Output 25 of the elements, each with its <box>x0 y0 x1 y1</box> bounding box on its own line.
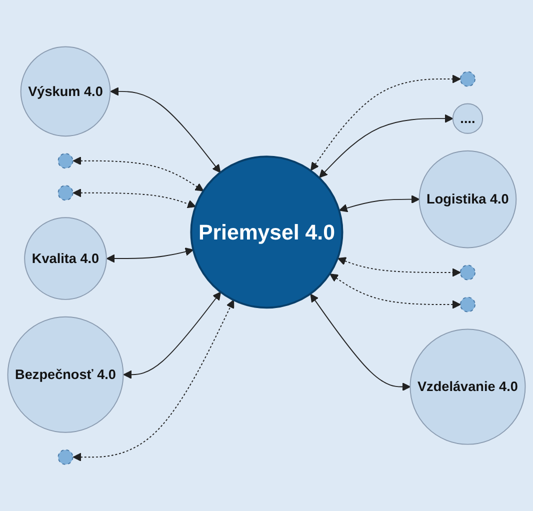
arrow <box>72 300 234 462</box>
node-circle <box>58 153 74 169</box>
node-circle <box>460 264 476 280</box>
arrow <box>310 74 461 171</box>
node-circle: Výskum 4.0 <box>20 46 111 137</box>
arrow <box>72 156 204 192</box>
node-circle: Bezpečnosť 4.0 <box>7 316 124 433</box>
arrow <box>338 256 461 277</box>
arrow <box>319 114 454 178</box>
node-circle <box>58 449 74 465</box>
node-circle <box>460 296 476 312</box>
node-circle <box>58 185 74 201</box>
node-circle: Kvalita 4.0 <box>24 217 107 300</box>
arrow <box>339 194 420 212</box>
arrow <box>106 247 194 263</box>
arrow <box>72 188 196 208</box>
arrow <box>123 292 222 379</box>
node-circle: .... <box>452 103 484 134</box>
node-circle: Priemysel 4.0 <box>190 156 344 309</box>
arrow <box>330 274 461 309</box>
node-circle: Vzdelávanie 4.0 <box>410 328 526 445</box>
arrow <box>110 87 221 173</box>
node-circle <box>460 71 476 87</box>
arrow <box>310 294 411 391</box>
node-circle: Logistika 4.0 <box>418 150 517 248</box>
